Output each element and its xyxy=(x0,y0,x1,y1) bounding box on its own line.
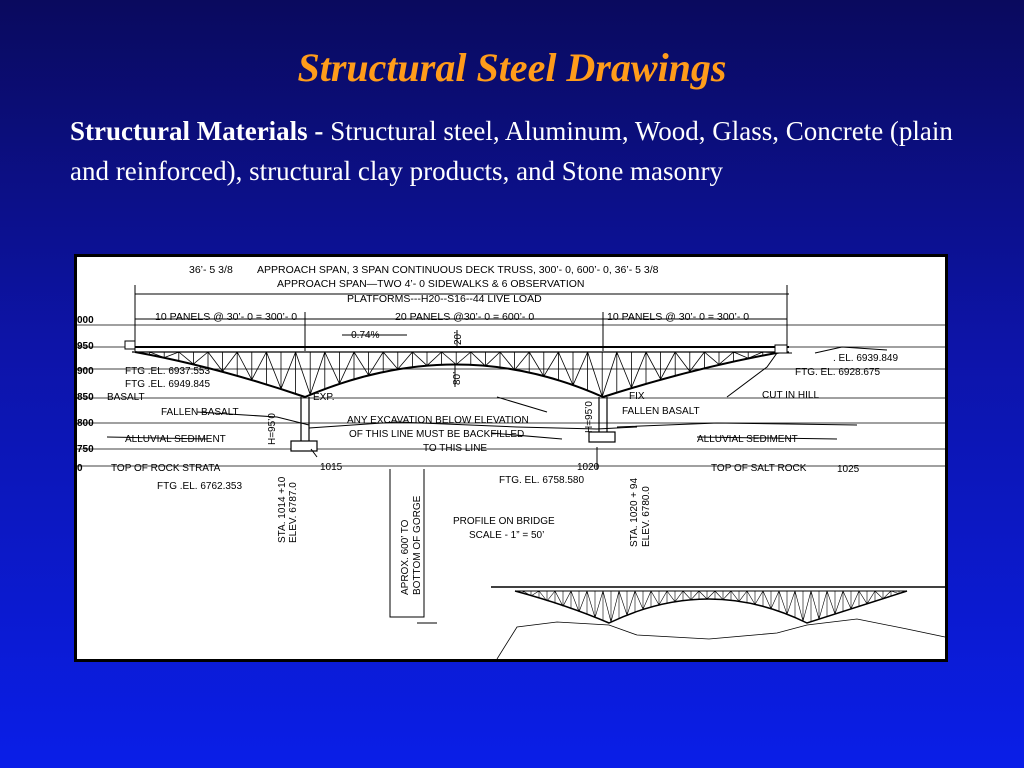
panels-center: 20 PANELS @30’- 0 = 600’- 0 xyxy=(395,311,534,323)
gorge-arrow xyxy=(389,469,437,624)
station-right: STA. 1020 + 94 xyxy=(629,478,640,547)
dim-80: 80’ xyxy=(452,372,463,385)
basalt-label: BASALT xyxy=(107,392,145,403)
bridge-profile-small xyxy=(491,586,945,659)
dim-line-3: PLATFORMS---H20--S16--44 LIVE LOAD xyxy=(347,293,542,305)
fix-label: FIX xyxy=(629,391,645,402)
gorge-note: BOTTOM OF GORGE xyxy=(412,495,423,595)
dimension-text: 36’- 5 3/8 APPROACH SPAN, 3 SPAN CONTINU… xyxy=(155,264,749,385)
fallen-basalt-right: FALLEN BASALT xyxy=(622,406,700,417)
truss xyxy=(124,340,789,399)
ftg-label: FTG .EL. 6949.845 xyxy=(125,379,210,390)
elev-label: 950 xyxy=(77,341,94,352)
station-left: STA. 1014 +10 xyxy=(277,476,288,543)
elev-label: 850 xyxy=(77,392,94,403)
height-label: H=95’0 xyxy=(267,413,278,445)
ftg-label: FTG. EL. 6928.675 xyxy=(795,367,880,378)
station-1015: 1015 xyxy=(320,462,343,473)
piers xyxy=(290,397,616,452)
alluvial-left: ALLUVIAL SEDIMENT xyxy=(125,434,226,445)
body-lead: Structural Materials - xyxy=(70,116,324,146)
exp-label: EXP. xyxy=(313,392,335,403)
bridge-elevation-svg: 000 950 900 850 800 750 0 36’- 5 3/8 APP… xyxy=(77,264,945,659)
panels-right: 10 PANELS @ 30’- 0 = 300’- 0 xyxy=(607,311,749,323)
bridge-drawing: 000 950 900 850 800 750 0 36’- 5 3/8 APP… xyxy=(74,254,948,662)
top-rock-label: TOP OF ROCK STRATA xyxy=(111,463,221,474)
profile-title: PROFILE ON BRIDGE xyxy=(453,516,555,527)
fallen-basalt-left: FALLEN BASALT xyxy=(161,407,239,418)
excavation-note: TO THIS LINE xyxy=(423,443,487,454)
elev-label: 000 xyxy=(77,315,94,326)
top-salt-label: TOP OF SALT ROCK xyxy=(711,463,807,474)
elev-label: 900 xyxy=(77,366,94,377)
elev-label: 0 xyxy=(77,463,83,474)
height-label: H=95’0 xyxy=(584,401,595,433)
ftg-label: FTG .EL. 6762.353 xyxy=(157,481,242,492)
excavation-note: OF THIS LINE MUST BE BACKFILLED xyxy=(349,429,524,440)
station-1025: 1025 xyxy=(837,464,860,475)
profile-scale: SCALE - 1” = 50’ xyxy=(469,530,544,541)
gorge-note: APROX. 600’ TO xyxy=(400,519,411,595)
body-paragraph: Structural Materials - Structural steel,… xyxy=(70,111,990,191)
alluvial-right: ALLUVIAL SEDIMENT xyxy=(697,434,798,445)
dim-line-1: APPROACH SPAN, 3 SPAN CONTINUOUS DECK TR… xyxy=(257,264,659,276)
ground-lines xyxy=(106,346,888,469)
left-span-dim: 36’- 5 3/8 xyxy=(189,264,233,276)
station-left-elev: ELEV. 6787.0 xyxy=(288,482,299,543)
drawing-labels: FTG .EL. 6937.553 FTG .EL. 6949.845 BASA… xyxy=(107,353,898,595)
dim-line-2: APPROACH SPAN—TWO 4’- 0 SIDEWALKS & 6 OB… xyxy=(277,278,584,290)
grade-label: - 0.74% xyxy=(345,330,380,341)
slide-title: Structural Steel Drawings xyxy=(297,45,727,90)
dimension-lines xyxy=(134,285,789,387)
ftg-label: FTG .EL. 6937.553 xyxy=(125,366,210,377)
dim-20: 20’ xyxy=(453,332,464,345)
panels-left: 10 PANELS @ 30’- 0 = 300’- 0 xyxy=(155,311,297,323)
elev-label: 800 xyxy=(77,418,94,429)
ftg-label: FTG. EL. 6758.580 xyxy=(499,475,584,486)
elevation-labels: 000 950 900 850 800 750 0 xyxy=(77,315,94,474)
station-1020: 1020 xyxy=(577,462,600,473)
station-right-elev: ELEV. 6780.0 xyxy=(641,486,652,547)
body-rest: Structural steel, Aluminum, Wood, Glass,… xyxy=(70,116,953,186)
excavation-note: ANY EXCAVATION BELOW ELEVATION xyxy=(347,415,529,426)
el-label-right: . EL. 6939.849 xyxy=(833,353,898,364)
elev-label: 750 xyxy=(77,444,94,455)
cut-hill-label: CUT IN HILL xyxy=(762,390,819,401)
